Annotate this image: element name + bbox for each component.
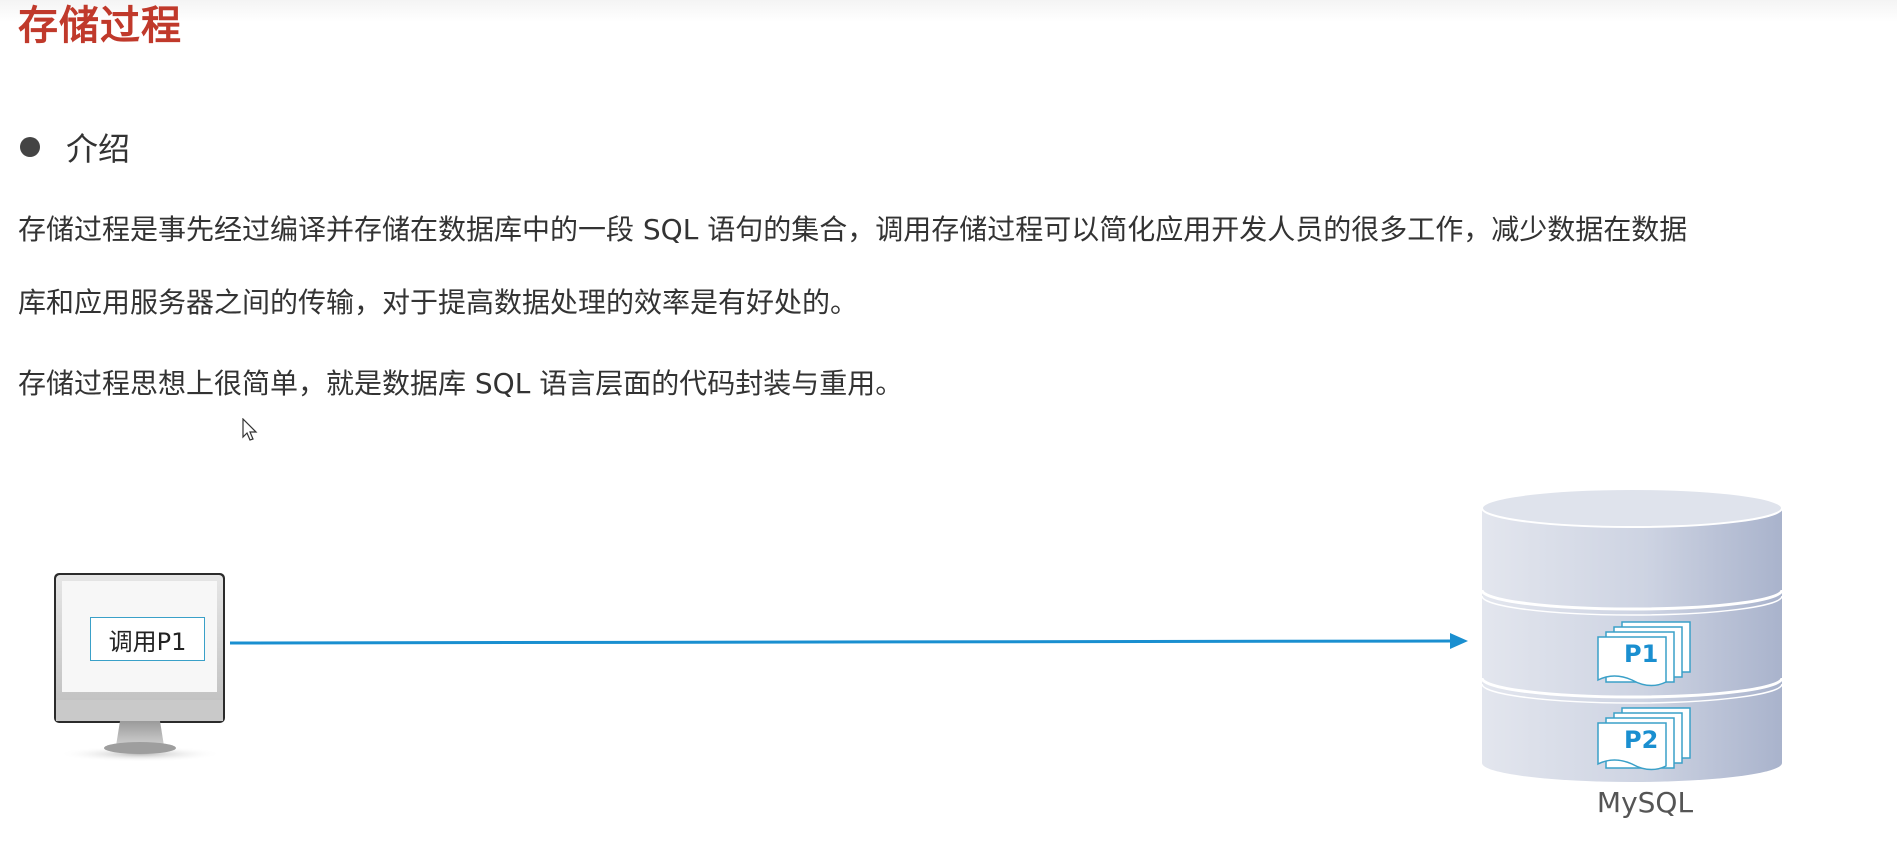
paragraph-1-line-1: 存储过程是事先经过编译并存储在数据库中的一段 SQL 语句的集合，调用存储过程可… <box>18 213 1688 246</box>
page-title: 存储过程 <box>18 3 182 49</box>
document-stack-icon <box>1597 707 1691 771</box>
document-stack-icon <box>1597 621 1691 687</box>
paragraph-1-line-2: 库和应用服务器之间的传输，对于提高数据处理的效率是有好处的。 <box>18 286 859 319</box>
bullet-dot-icon <box>20 137 40 157</box>
paragraph-2: 存储过程思想上很简单，就是数据库 SQL 语言层面的代码封装与重用。 <box>18 367 904 400</box>
database-label: MySQL <box>1596 786 1694 819</box>
call-p1-label: 调用P1 <box>90 617 205 661</box>
call-arrow <box>229 633 1468 649</box>
monitor-icon <box>54 573 225 762</box>
cursor-icon <box>242 418 258 441</box>
bullet-text: 介绍 <box>66 130 131 168</box>
procedure-p1-label: P1 <box>1624 640 1659 668</box>
bullet-item: 介绍 <box>20 122 130 172</box>
procedure-p2-label: P2 <box>1624 726 1659 754</box>
